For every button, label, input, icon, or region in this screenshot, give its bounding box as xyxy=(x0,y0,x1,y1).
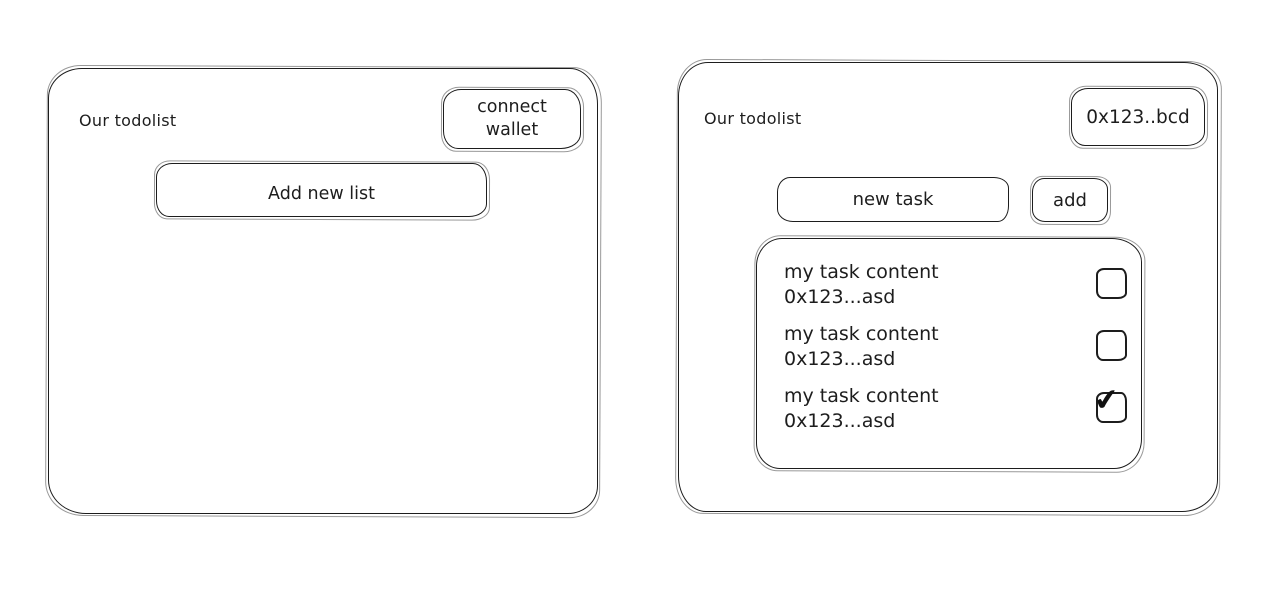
task-checkbox[interactable]: ✔ xyxy=(1092,382,1127,423)
task-checkbox[interactable] xyxy=(1096,330,1127,361)
todolist-panel-disconnected: Our todolist connect wallet Add new list xyxy=(48,68,598,514)
page-title: Our todolist xyxy=(79,111,177,130)
add-task-button[interactable]: add xyxy=(1032,178,1108,222)
task-row: my task content 0x123...asd xyxy=(784,260,1127,310)
task-title: my task content xyxy=(784,261,939,283)
task-list: my task content 0x123...asd my task cont… xyxy=(756,238,1142,469)
new-task-input[interactable] xyxy=(777,177,1009,222)
task-title: my task content xyxy=(784,323,939,345)
task-checkbox[interactable] xyxy=(1096,268,1127,299)
task-address: 0x123...asd xyxy=(784,286,896,308)
connect-wallet-button[interactable]: connect wallet xyxy=(443,89,581,149)
page-title: Our todolist xyxy=(704,109,802,128)
task-title: my task content xyxy=(784,385,939,407)
wallet-address-button[interactable]: 0x123..bcd xyxy=(1071,88,1205,146)
task-text: my task content 0x123...asd xyxy=(784,322,939,372)
task-row: my task content 0x123...asd ✔ xyxy=(784,382,1127,434)
task-row: my task content 0x123...asd xyxy=(784,322,1127,372)
task-text: my task content 0x123...asd xyxy=(784,260,939,310)
task-address: 0x123...asd xyxy=(784,410,896,432)
add-new-list-button[interactable]: Add new list xyxy=(156,163,487,217)
checkmark-icon: ✔ xyxy=(1092,381,1121,420)
task-text: my task content 0x123...asd xyxy=(784,384,939,434)
task-address: 0x123...asd xyxy=(784,348,896,370)
todolist-panel-connected: Our todolist 0x123..bcd add my task cont… xyxy=(678,62,1218,512)
